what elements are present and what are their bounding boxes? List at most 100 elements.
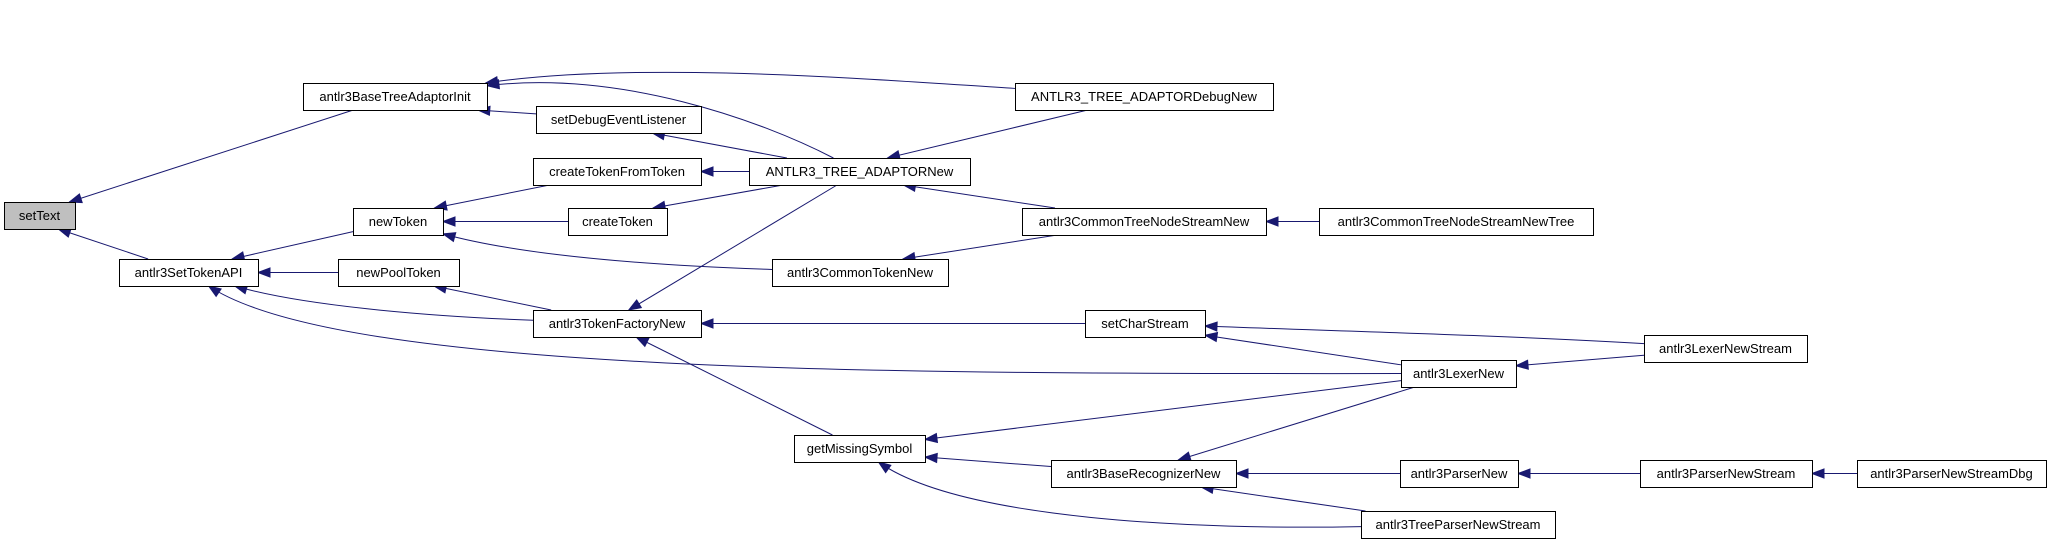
node-label: createTokenFromToken — [549, 164, 685, 179]
edge-treeParserNewStream-to-baseRecognizerNew — [1199, 483, 1366, 512]
arrowhead-icon — [68, 193, 83, 204]
arrowhead-icon — [1234, 468, 1249, 479]
node-label: antlr3ParserNewStream — [1657, 466, 1796, 481]
node-label: antlr3SetTokenAPI — [135, 265, 243, 280]
node-label: newToken — [369, 214, 428, 229]
edge-commonTreeNodeStreamNewTree-to-commonTreeNodeStreamNew — [1264, 216, 1319, 227]
edge-line — [652, 132, 787, 159]
edge-treeAdaptorNew-to-tokenFactoryNew — [627, 184, 838, 311]
node-setDebugEventListener[interactable]: setDebugEventListener — [536, 106, 702, 134]
edge-baseRecognizerNew-to-getMissingSymbol — [923, 452, 1052, 468]
arrowhead-icon — [207, 285, 222, 298]
node-label: ANTLR3_TREE_ADAPTORDebugNew — [1031, 89, 1258, 104]
arrowhead-icon — [256, 267, 271, 278]
edge-line — [1204, 325, 1645, 345]
node-box — [338, 259, 460, 287]
node-lexerNew[interactable]: antlr3LexerNew — [1401, 360, 1517, 388]
arrowhead-icon — [1516, 468, 1531, 479]
edge-newToken-to-setTokenAPI — [230, 231, 354, 262]
arrowhead-icon — [441, 216, 456, 227]
arrowhead-icon — [1176, 451, 1192, 462]
edge-line — [1178, 386, 1415, 461]
node-createToken[interactable]: createToken — [568, 208, 668, 236]
node-label: antlr3LexerNewStream — [1659, 341, 1792, 356]
node-box — [4, 202, 76, 230]
edge-line — [1200, 486, 1366, 512]
node-box — [353, 208, 444, 236]
node-parserNew[interactable]: antlr3ParserNew — [1400, 460, 1519, 488]
node-label: antlr3BaseTreeAdaptorInit — [319, 89, 471, 104]
node-box — [533, 310, 702, 338]
edge-line — [58, 228, 149, 260]
edge-treeAdaptorDebugNew-to-baseTreeAdaptorInit — [484, 71, 1016, 89]
node-tokenFactoryNew[interactable]: antlr3TokenFactoryNew — [533, 310, 702, 338]
edge-treeAdaptorDebugNew-to-treeAdaptorNew — [886, 109, 1088, 161]
node-newPoolToken[interactable]: newPoolToken — [338, 259, 460, 287]
node-commonTreeNodeStreamNew[interactable]: antlr3CommonTreeNodeStreamNew — [1022, 208, 1267, 236]
node-label: ANTLR3_TREE_ADAPTORNew — [766, 164, 954, 179]
node-parserNewStreamDbg[interactable]: antlr3ParserNewStreamDbg — [1857, 460, 2047, 488]
edge-treeAdaptorNew-to-setDebugEventListener — [650, 130, 787, 159]
edge-treeAdaptorNew-to-createToken — [651, 184, 784, 211]
node-label: antlr3CommonTokenNew — [787, 265, 934, 280]
edge-line — [234, 285, 534, 321]
node-label: antlr3TreeParserNewStream — [1376, 517, 1541, 532]
edge-line — [924, 380, 1402, 440]
node-newToken[interactable]: newToken — [353, 208, 444, 236]
node-setText[interactable]: setText — [4, 202, 76, 230]
node-box — [119, 259, 259, 287]
arrowhead-icon — [699, 166, 714, 177]
edge-line — [1515, 354, 1645, 367]
edge-treeAdaptorNew-to-createTokenFromToken — [699, 166, 749, 177]
node-createTokenFromToken[interactable]: createTokenFromToken — [533, 158, 702, 186]
edge-line — [486, 82, 834, 159]
edge-lexerNew-to-setTokenAPI — [207, 285, 1402, 375]
edge-tokenFactoryNew-to-setTokenAPI — [233, 284, 534, 321]
node-box — [1051, 460, 1237, 488]
node-commonTokenNew[interactable]: antlr3CommonTokenNew — [772, 259, 949, 287]
node-baseTreeAdaptorInit[interactable]: antlr3BaseTreeAdaptorInit — [303, 83, 488, 111]
node-label: antlr3ParserNew — [1411, 466, 1508, 481]
arrowhead-icon — [699, 318, 714, 329]
node-setCharStream[interactable]: setCharStream — [1085, 310, 1206, 338]
edge-parserNewStreamDbg-to-parserNewStream — [1810, 468, 1857, 479]
node-label: setDebugEventListener — [551, 112, 687, 127]
edge-baseTreeAdaptorInit-to-setText — [68, 109, 354, 204]
edge-setCharStream-to-tokenFactoryNew — [699, 318, 1085, 329]
edge-line — [628, 184, 838, 311]
node-parserNewStream[interactable]: antlr3ParserNewStream — [1640, 460, 1813, 488]
node-box — [303, 83, 488, 111]
node-label: antlr3BaseRecognizerNew — [1067, 466, 1222, 481]
edge-line — [878, 461, 1362, 528]
edge-lexerNewStream-to-setCharStream — [1203, 321, 1645, 345]
node-treeAdaptorDebugNew[interactable]: ANTLR3_TREE_ADAPTORDebugNew — [1015, 83, 1274, 111]
node-box — [1022, 208, 1267, 236]
edge-line — [434, 184, 550, 209]
edge-parserNewStream-to-parserNew — [1516, 468, 1640, 479]
node-baseRecognizerNew[interactable]: antlr3BaseRecognizerNew — [1051, 460, 1237, 488]
node-label: antlr3LexerNew — [1413, 366, 1505, 381]
arrowhead-icon — [634, 336, 650, 348]
arrowhead-icon — [1810, 468, 1825, 479]
edge-commonTreeNodeStreamNew-to-treeAdaptorNew — [901, 181, 1056, 209]
edge-lexerNewStream-to-lexerNew — [1514, 354, 1645, 370]
node-treeParserNewStream[interactable]: antlr3TreeParserNewStream — [1361, 511, 1556, 539]
node-commonTreeNodeStreamNewTree[interactable]: antlr3CommonTreeNodeStreamNewTree — [1319, 208, 1594, 236]
arrowhead-icon — [484, 75, 499, 87]
edge-setTokenAPI-to-setText — [56, 228, 149, 260]
node-box — [1644, 335, 1808, 363]
node-box — [536, 106, 702, 134]
node-box — [1400, 460, 1519, 488]
node-setTokenAPI[interactable]: antlr3SetTokenAPI — [119, 259, 259, 287]
node-lexerNewStream[interactable]: antlr3LexerNewStream — [1644, 335, 1808, 363]
edge-lexerNew-to-getMissingSymbol — [923, 380, 1402, 444]
node-treeAdaptorNew[interactable]: ANTLR3_TREE_ADAPTORNew — [749, 158, 971, 186]
node-box — [1085, 310, 1206, 338]
node-getMissingSymbol[interactable]: getMissingSymbol — [794, 435, 926, 463]
node-box — [1401, 360, 1517, 388]
arrowhead-icon — [627, 299, 643, 311]
edge-line — [485, 71, 1016, 89]
nodes-layer: setText antlr3BaseTreeAdaptorInit antlr3Se… — [4, 83, 2047, 539]
node-box — [1640, 460, 1813, 488]
